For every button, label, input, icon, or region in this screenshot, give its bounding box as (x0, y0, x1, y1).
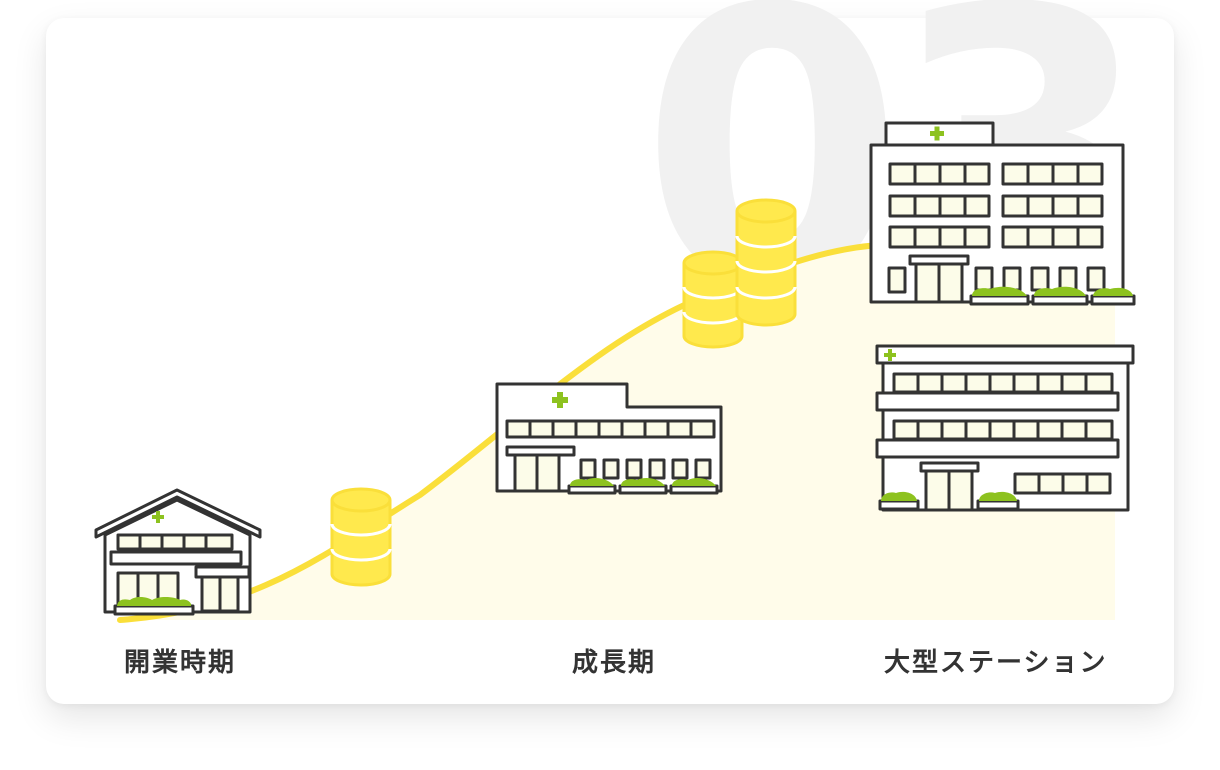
hospital-wide-icon (875, 344, 1135, 512)
stage-label-opening: 開業時期 (124, 648, 237, 678)
coin-stack-icon (330, 487, 392, 587)
stage-label-large-station: 大型ステーション (884, 648, 1108, 678)
clinic-small-icon (94, 488, 262, 616)
clinic-medium-icon (495, 382, 723, 495)
coin-stack-icon (735, 198, 797, 327)
hospital-tall-icon (869, 121, 1136, 306)
stage-label-growth: 成長期 (572, 648, 657, 678)
coin-stack-icon (682, 250, 744, 349)
